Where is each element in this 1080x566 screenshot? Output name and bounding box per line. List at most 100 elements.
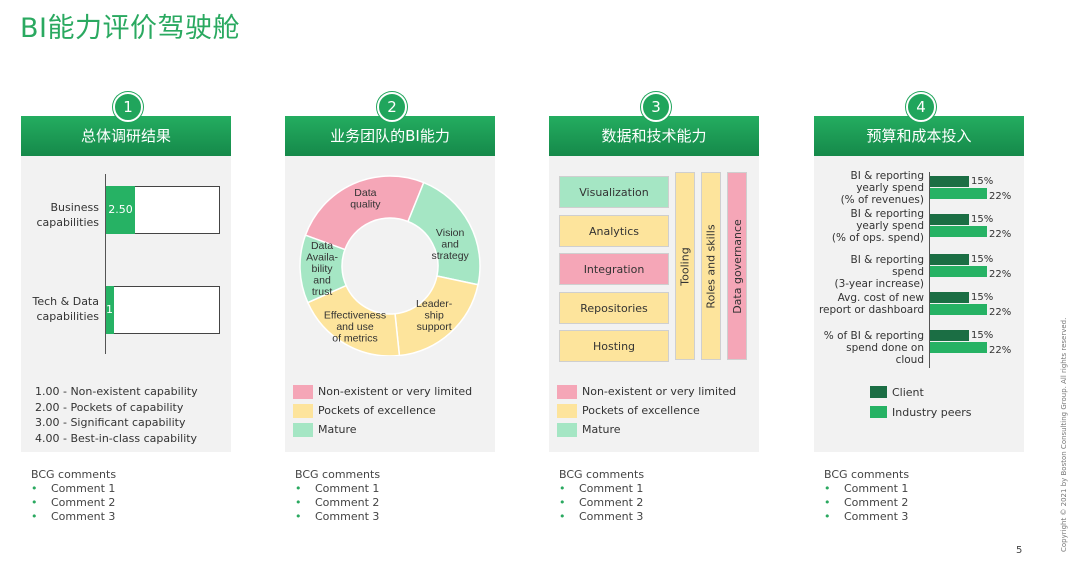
bar-peers [930,266,987,277]
bar-client-value: 15% [971,214,994,225]
comments-heading: BCG comments [31,468,117,481]
bar-client [930,292,969,303]
bar-client-value: 15% [971,330,994,341]
legend-label: Non-existent or very limited [318,384,473,398]
bar-label-business: Business capabilities [36,201,99,229]
bar-client [930,254,969,265]
chart-axis [105,174,106,354]
tech-bar-governance [727,172,747,360]
section-number: 2 [377,92,407,122]
section-number: 4 [906,92,936,122]
budget-row-label: BI & reporting spend(3-year increase) [834,254,925,290]
page-title: BI能力评价驾驶舱 [20,13,240,44]
legend-label: Industry peers [892,405,972,419]
bar-peers-value: 22% [989,229,1012,240]
bar-peers [930,226,987,237]
comments-heading: BCG comments [295,468,381,481]
legend-item: Mature [293,420,472,439]
bar-peers-value: 22% [989,345,1012,356]
bar-business: 2.50 [106,186,135,234]
comments-heading: BCG comments [559,468,645,481]
bar-track-tech [106,286,220,334]
legend-swatch [557,422,577,437]
comment-item: Comment 3 [559,510,644,524]
copyright-notice: Copyright © 2021 by Boston Consulting Gr… [1060,317,1068,552]
bar-peers-value: 22% [989,269,1012,280]
comment-item: Comment 2 [559,496,644,510]
comment-item: Comment 1 [824,482,909,496]
legend-item: Pockets of excellence [293,401,472,420]
tech-box-integration: Integration [559,253,669,285]
scale-legend-item: 3.00 - Significant capability [35,416,186,429]
scale-legend-item: 4.00 - Best-in-class capability [35,431,198,445]
tech-box-hosting: Hosting [559,330,669,362]
bar-client [930,330,969,341]
bar-client-value: 15% [971,176,994,187]
bcg-comments: BCG comments Comment 1 Comment 2 Comment… [295,468,380,524]
section-header: 数据和技术能力 [549,116,759,156]
maturity-legend: Non-existent or very limited Pockets of … [293,382,472,439]
survey-panel: Business capabilities 2.50 Tech & Data c… [21,156,231,452]
legend-label: Non-existent or very limited [582,384,737,398]
comment-item: Comment 2 [295,496,380,510]
bar-peers-value: 22% [989,307,1012,318]
tech-panel: Visualization Analytics Integration Repo… [549,156,759,452]
scale-legend-item: 2.00 - Pockets of capability [35,400,184,414]
donut-segment [304,175,425,251]
tech-bar-roles-label: Roles and skills [704,223,718,309]
section-number: 1 [113,92,143,122]
bar-client [930,214,969,225]
bcg-comments: BCG comments Comment 1 Comment 2 Comment… [824,468,909,524]
comment-item: Comment 1 [31,482,116,496]
donut-segment [299,234,348,304]
bcg-comments: BCG comments Comment 1 Comment 2 Comment… [559,468,644,524]
bar-client-value: 15% [971,254,994,265]
tech-bar-governance-label: Data governance [730,218,744,314]
legend-item: Non-existent or very limited [293,382,472,401]
comment-item: Comment 2 [824,496,909,510]
legend-label: Mature [318,422,357,436]
budget-legend: Client Industry peers [870,382,972,422]
chart-axis [929,172,930,368]
bar-peers [930,188,987,199]
bar-peers [930,342,987,353]
legend-swatch [870,406,887,418]
legend-swatch [557,403,577,418]
tech-box-visualization: Visualization [559,176,669,208]
bcg-comments: BCG comments Comment 1 Comment 2 Comment… [31,468,116,524]
section-header: 预算和成本投入 [814,116,1024,156]
legend-item: Mature [557,420,736,439]
comment-item: Comment 1 [295,482,380,496]
tech-box-analytics: Analytics [559,215,669,247]
scale-legend: 1.00 - Non-existent capability 2.00 - Po… [35,384,198,446]
comments-heading: BCG comments [824,468,910,481]
legend-label: Pockets of excellence [318,403,436,417]
comment-item: Comment 3 [295,510,380,524]
legend-swatch [870,386,887,398]
legend-label: Pockets of excellence [582,403,700,417]
maturity-legend: Non-existent or very limited Pockets of … [557,382,736,439]
comment-item: Comment 1 [559,482,644,496]
comment-item: Comment 3 [31,510,116,524]
comment-item: Comment 3 [824,510,909,524]
legend-item: Pockets of excellence [557,401,736,420]
legend-swatch [293,403,313,418]
tech-bar-governance-label-wrap: Data governance [727,172,747,360]
comment-item: Comment 2 [31,496,116,510]
section-header: 总体调研结果 [21,116,231,156]
legend-item-peers: Industry peers [870,402,972,422]
tech-bar-tooling-label-wrap: Tooling [675,172,695,360]
tech-bar-tooling [675,172,695,360]
tech-bar-roles-label-wrap: Roles and skills [701,172,721,360]
tech-box-repositories: Repositories [559,292,669,324]
section-header: 业务团队的BI能力 [285,116,495,156]
legend-item-client: Client [870,382,972,402]
